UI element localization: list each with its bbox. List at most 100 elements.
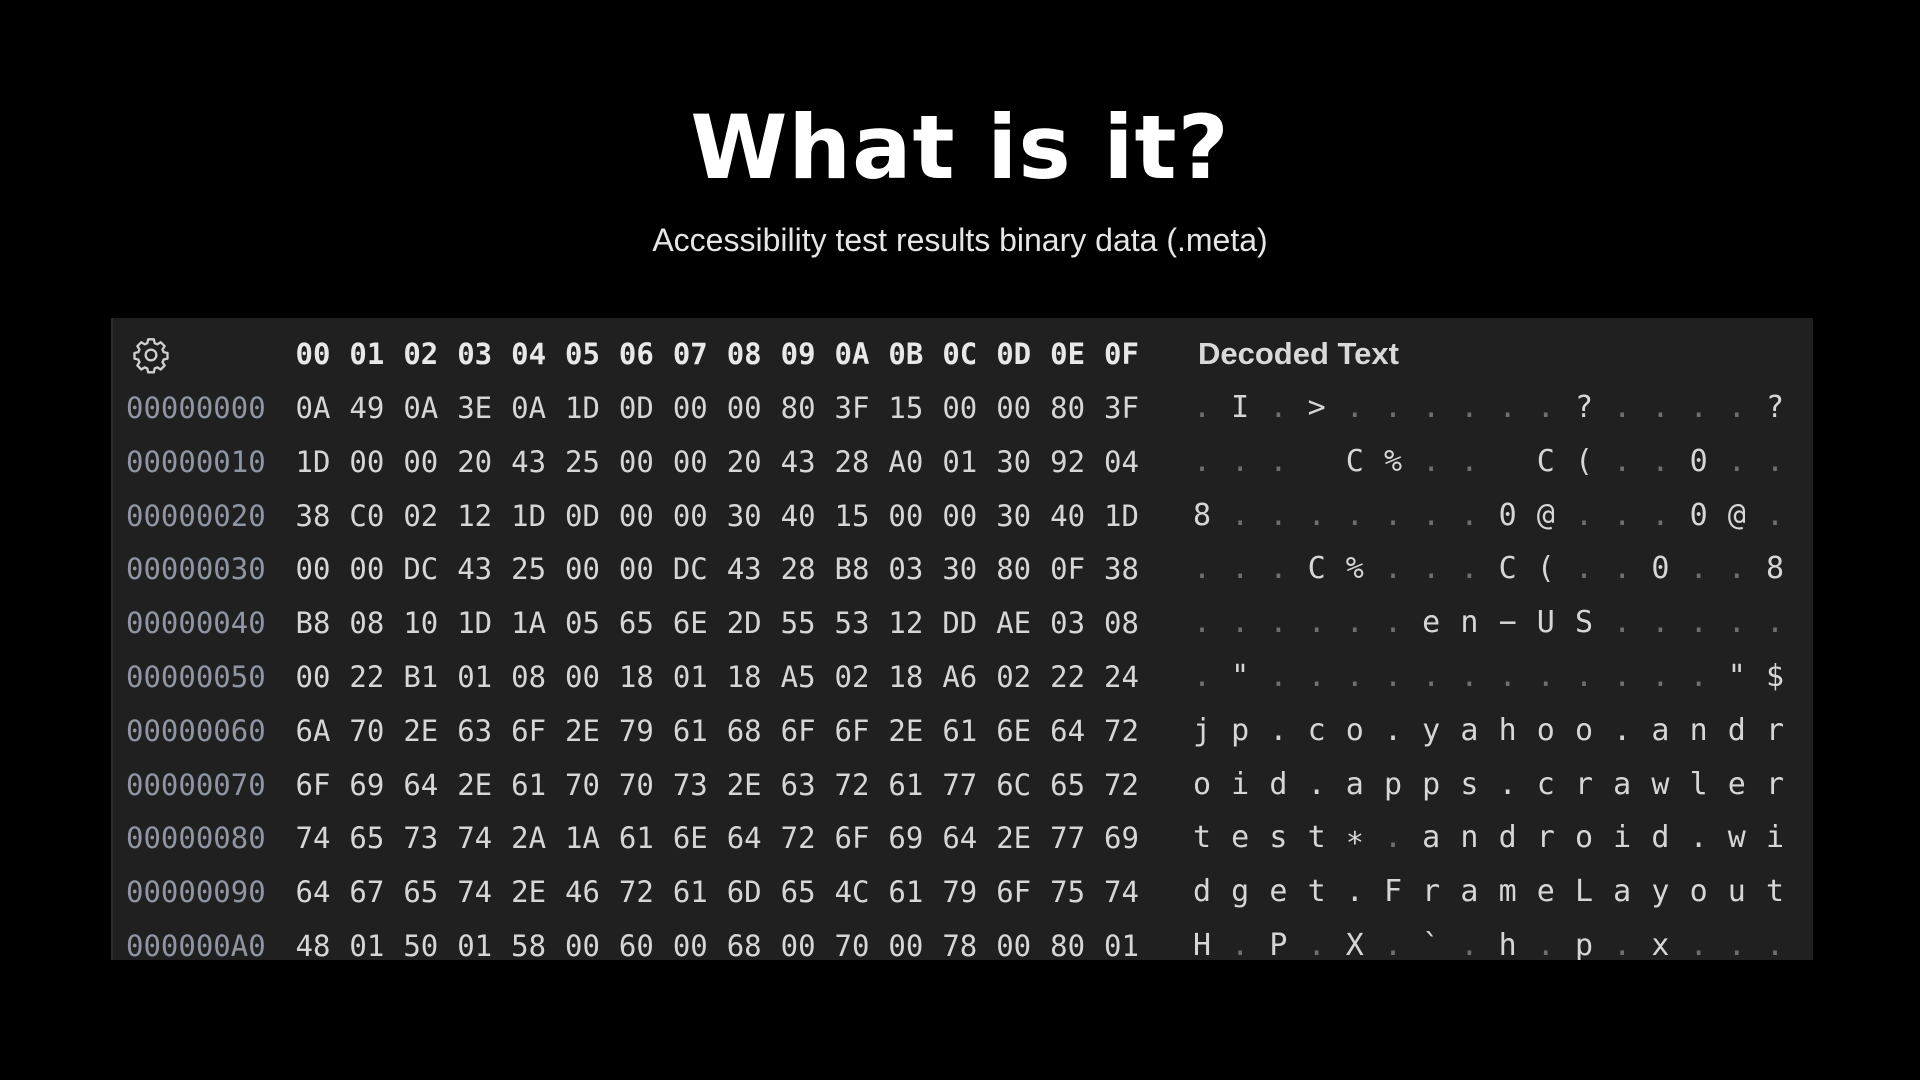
decoded-char[interactable]: " [1231, 659, 1250, 694]
decoded-char[interactable]: . [1307, 928, 1326, 960]
hex-byte[interactable]: 03 [1050, 606, 1086, 641]
hex-byte[interactable]: 4C [834, 875, 870, 910]
hex-byte[interactable]: 00 [618, 498, 654, 533]
decoded-char[interactable]: F [1383, 874, 1403, 910]
hex-byte[interactable]: 43 [457, 552, 493, 587]
hex-byte[interactable]: 01 [1104, 929, 1139, 960]
hex-byte[interactable]: 64 [1050, 713, 1086, 748]
hex-byte[interactable]: 30 [942, 552, 978, 587]
decoded-char[interactable]: t [1307, 820, 1326, 856]
decoded-char[interactable]: d [1498, 820, 1517, 856]
decoded-char[interactable]: . [1651, 497, 1670, 533]
hex-byte[interactable]: 20 [457, 444, 493, 479]
hex-byte[interactable]: 15 [888, 391, 924, 425]
hex-byte[interactable]: 00 [996, 391, 1032, 425]
hex-byte[interactable]: 48 [295, 929, 331, 960]
decoded-char[interactable]: ( [1574, 443, 1594, 479]
decoded-char[interactable]: p [1422, 766, 1441, 802]
decoded-char[interactable]: p [1383, 766, 1403, 802]
hex-byte[interactable]: 2A [511, 821, 547, 856]
decoded-char[interactable]: e [1727, 766, 1746, 802]
decoded-char[interactable]: H [1192, 928, 1212, 960]
hex-byte[interactable]: 79 [618, 713, 654, 748]
decoded-char[interactable]: . [1231, 497, 1250, 533]
hex-byte[interactable]: A0 [888, 444, 924, 479]
hex-byte[interactable]: 65 [618, 606, 654, 641]
hex-byte[interactable]: 64 [295, 875, 331, 910]
decoded-char[interactable]: − [1498, 605, 1517, 641]
hex-byte[interactable]: 1D [1104, 498, 1139, 533]
hex-byte[interactable]: 02 [403, 498, 439, 533]
hex-byte[interactable]: 22 [349, 660, 385, 694]
decoded-char[interactable]: p [1231, 712, 1250, 748]
decoded-char[interactable]: . [1651, 390, 1670, 425]
hex-byte[interactable]: 70 [565, 767, 600, 802]
decoded-char[interactable]: C [1345, 443, 1364, 479]
decoded-char[interactable]: c [1307, 712, 1326, 748]
hex-byte[interactable]: 70 [618, 767, 654, 802]
hex-byte[interactable]: 43 [726, 552, 762, 587]
decoded-char[interactable]: . [1613, 712, 1632, 748]
hex-byte[interactable]: 58 [511, 929, 547, 960]
hex-byte[interactable]: 2D [726, 606, 762, 641]
hex-byte[interactable]: 00 [672, 444, 708, 479]
decoded-char[interactable]: a [1422, 820, 1441, 856]
decoded-char[interactable]: e [1269, 874, 1288, 910]
decoded-char[interactable]: . [1383, 712, 1403, 748]
decoded-char[interactable]: . [1574, 497, 1594, 533]
decoded-char[interactable]: . [1269, 659, 1288, 694]
decoded-char[interactable]: . [1460, 497, 1479, 533]
hex-byte[interactable]: 92 [1050, 444, 1086, 479]
decoded-char[interactable]: . [1422, 390, 1441, 425]
hex-byte[interactable]: 28 [780, 552, 816, 587]
decoded-char[interactable]: . [1383, 497, 1403, 533]
hex-byte[interactable]: 46 [565, 875, 600, 910]
decoded-char[interactable]: $ [1765, 659, 1785, 694]
decoded-char[interactable]: h [1498, 712, 1517, 748]
decoded-char[interactable]: " [1727, 659, 1746, 694]
hex-byte[interactable]: 65 [349, 821, 385, 856]
hex-byte[interactable]: 63 [457, 713, 493, 748]
decoded-char[interactable]: . [1192, 551, 1212, 587]
hex-byte[interactable]: 04 [1104, 444, 1139, 479]
hex-byte[interactable]: 03 [888, 552, 924, 587]
hex-byte[interactable]: 61 [672, 875, 708, 910]
hex-byte[interactable]: 74 [295, 821, 331, 856]
hex-byte[interactable]: 70 [834, 929, 870, 960]
decoded-char[interactable]: 0 [1651, 551, 1670, 587]
decoded-char[interactable]: . [1345, 497, 1364, 533]
decoded-char[interactable]: . [1765, 497, 1785, 533]
decoded-char[interactable]: 8 [1192, 497, 1212, 533]
hex-byte[interactable]: 6C [996, 767, 1032, 802]
hex-byte[interactable]: 01 [349, 929, 385, 960]
hex-byte[interactable]: 00 [942, 498, 978, 533]
hex-byte[interactable]: 00 [295, 552, 331, 587]
decoded-char[interactable]: o [1536, 712, 1555, 748]
decoded-char[interactable]: . [1689, 820, 1708, 856]
decoded-char[interactable]: . [1383, 605, 1403, 641]
hex-byte[interactable]: 6F [295, 767, 331, 802]
hex-byte[interactable]: 00 [295, 660, 331, 694]
decoded-char[interactable]: o [1574, 712, 1594, 748]
decoded-char[interactable]: . [1269, 712, 1288, 748]
decoded-char[interactable]: . [1269, 390, 1288, 425]
hex-byte[interactable]: A6 [942, 660, 978, 694]
hex-byte[interactable]: 50 [403, 929, 439, 960]
hex-byte[interactable]: 0D [618, 391, 654, 425]
decoded-char[interactable]: n [1460, 820, 1479, 856]
decoded-char[interactable]: . [1727, 605, 1746, 641]
decoded-char[interactable]: . [1613, 659, 1632, 694]
hex-byte[interactable]: 1D [565, 391, 600, 425]
decoded-char[interactable]: r [1765, 766, 1785, 802]
decoded-char[interactable]: r [1765, 712, 1785, 748]
hex-byte[interactable]: 80 [1050, 391, 1086, 425]
decoded-char[interactable]: d [1269, 766, 1288, 802]
hex-byte[interactable]: 01 [942, 444, 978, 479]
decoded-char[interactable]: . [1613, 443, 1632, 479]
decoded-char[interactable]: d [1651, 820, 1670, 856]
hex-byte[interactable]: 64 [726, 821, 762, 856]
